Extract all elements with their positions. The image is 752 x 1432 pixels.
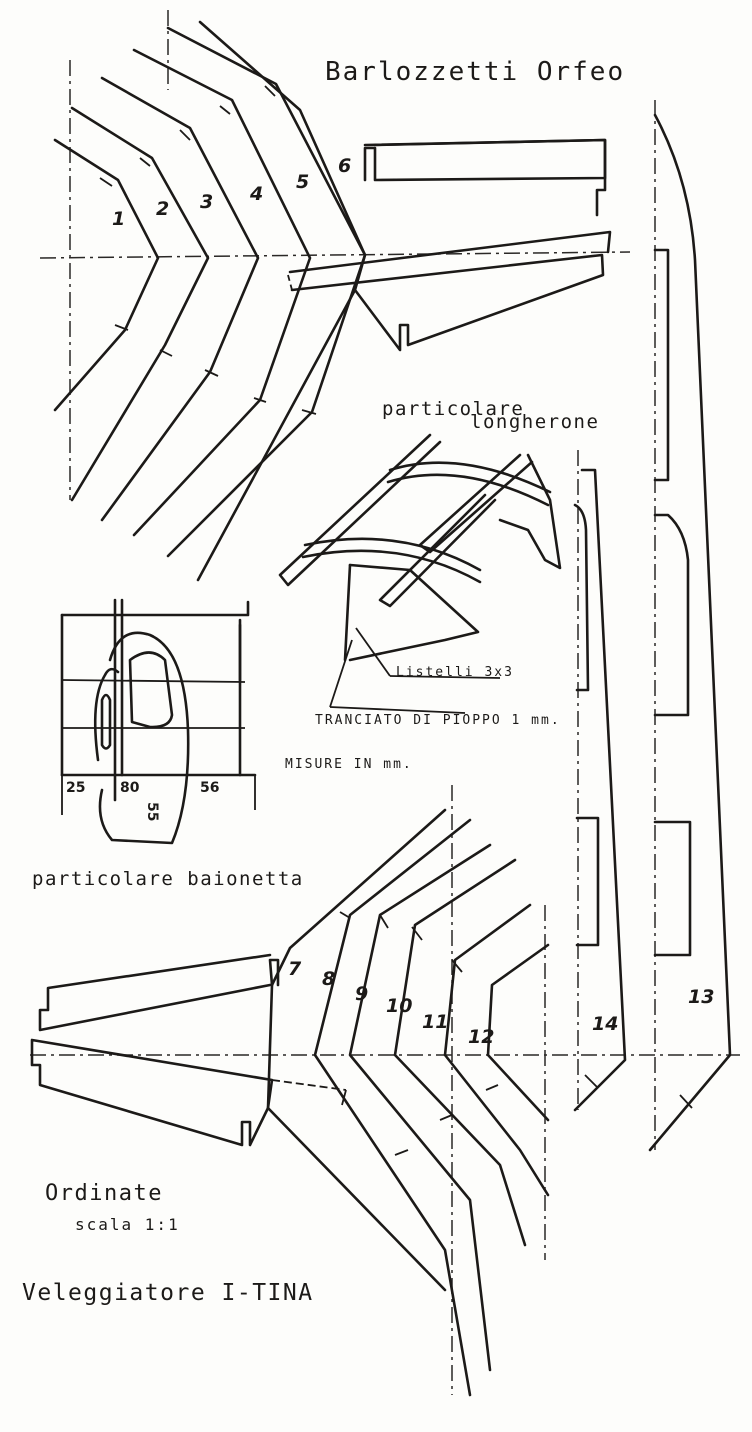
units-note: MISURE IN mm. [285,757,413,772]
caption-scale: scala 1:1 [75,1215,180,1234]
spar-detail-title-1: particolare [382,398,524,420]
caption-glider-name: Veleggiatore I-TINA [22,1280,314,1306]
frame-number-5: 5 [296,171,309,193]
frame-number-3: 3 [200,191,213,213]
frame-number-4: 4 [249,183,263,205]
dimension-25: 25 [66,780,85,796]
side-frames [573,113,732,1152]
frame-number-10: 10 [386,995,412,1017]
frame-number-14: 14 [592,1013,618,1035]
bayonet-detail [60,598,257,845]
top-frames [53,20,612,582]
plywood-label: TRANCIATO DI PIOPPO 1 mm. [315,713,561,728]
dimension-80: 80 [120,780,140,796]
frame-number-13: 13 [688,986,714,1008]
dimension-55: 55 [144,802,160,821]
strips-label: Listelli 3x3 [396,665,514,680]
spar-detail [278,433,562,714]
caption-frames: Ordinate [45,1181,163,1206]
frame-number-2: 2 [156,198,169,220]
frame-number-11: 11 [422,1011,448,1033]
frame-number-1: 1 [112,208,125,230]
author-name: Barlozzetti Orfeo [325,57,625,87]
dimension-56: 56 [200,780,219,796]
frame-number-8: 8 [322,968,335,990]
frame-number-9: 9 [355,983,368,1005]
frame-number-12: 12 [468,1026,494,1048]
bottom-frames [30,808,550,1397]
frame-number-7: 7 [288,958,302,980]
frame-number-6: 6 [338,155,351,177]
spar-detail-title-2: longherone [470,411,599,433]
bayonet-detail-title: particolare baionetta [32,868,304,890]
